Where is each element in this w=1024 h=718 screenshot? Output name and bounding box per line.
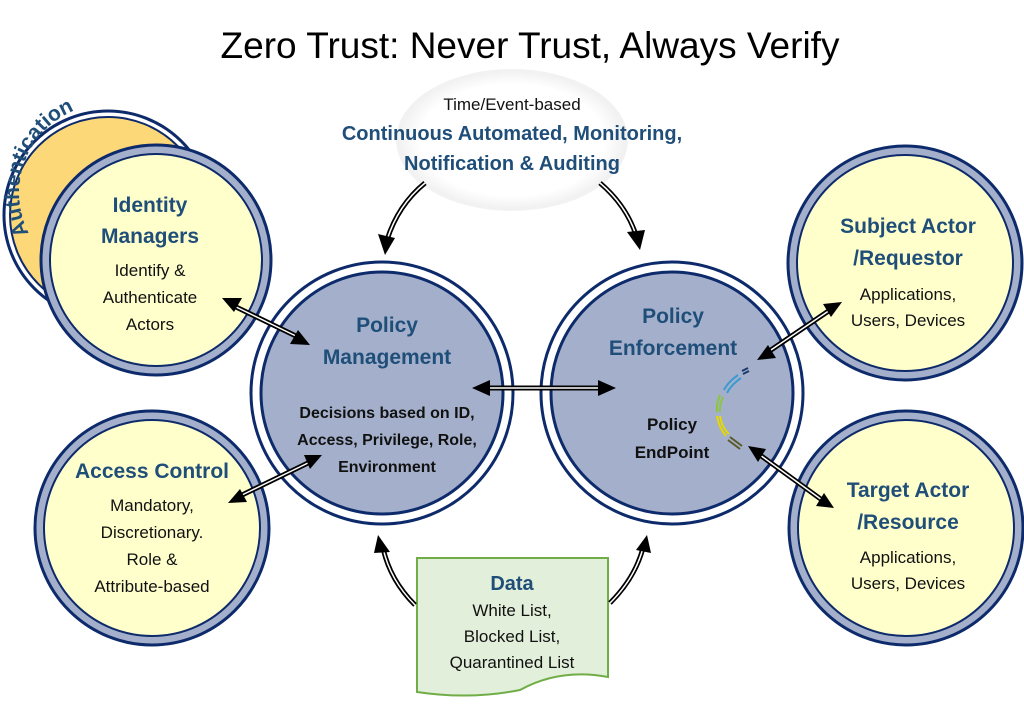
policy-enforcement-circle: Policy Enforcement Policy EndPoint bbox=[539, 260, 805, 526]
identity-managers-heading: Managers bbox=[101, 225, 199, 248]
diagram-title: Zero Trust: Never Trust, Always Verify bbox=[221, 25, 840, 66]
subject-actor-body: Users, Devices bbox=[851, 311, 965, 330]
data-body: Blocked List, bbox=[464, 627, 560, 646]
policy-management-heading: Policy bbox=[356, 314, 418, 337]
endpoint-arc-icon bbox=[715, 367, 750, 450]
arrow-monitoring-to-enforcement bbox=[598, 181, 645, 250]
identity-managers-circle: Identity Managers Identify & Authenticat… bbox=[39, 143, 273, 377]
monitoring-subtitle: Time/Event-based bbox=[443, 95, 580, 114]
policy-management-heading: Management bbox=[323, 346, 451, 369]
policy-management-body: Environment bbox=[338, 459, 436, 476]
monitoring-block: Time/Event-based Continuous Automated, M… bbox=[342, 95, 682, 175]
monitoring-heading-line: Notification & Auditing bbox=[404, 153, 620, 175]
monitoring-heading-line: Continuous Automated, Monitoring, bbox=[342, 123, 682, 145]
arrows bbox=[222, 181, 842, 607]
access-control-body: Discretionary. bbox=[101, 523, 204, 542]
policy-enforcement-heading: Enforcement bbox=[609, 337, 737, 360]
data-heading: Data bbox=[490, 573, 534, 595]
policy-enforcement-heading: Policy bbox=[642, 305, 704, 328]
data-body: White List, bbox=[472, 601, 551, 620]
access-control-body: Role & bbox=[126, 550, 178, 569]
subject-actor-heading: Subject Actor bbox=[840, 215, 976, 238]
target-actor-body: Applications, bbox=[860, 548, 956, 567]
policy-enforcement-body: Policy bbox=[647, 415, 698, 434]
arrow-identity-management bbox=[222, 298, 310, 345]
monitoring-glow bbox=[396, 69, 628, 211]
identity-managers-body: Identify & bbox=[115, 261, 187, 280]
access-control-body: Attribute-based bbox=[94, 577, 209, 596]
subject-actor-body: Applications, bbox=[860, 285, 956, 304]
subject-actor-heading: /Requestor bbox=[853, 247, 963, 270]
target-actor-circle: Target Actor /Resource Applications, Use… bbox=[787, 409, 1024, 647]
policy-management-circle: Policy Management Decisions based on ID,… bbox=[249, 260, 515, 526]
policy-management-body: Decisions based on ID, bbox=[299, 405, 474, 422]
identity-managers-body: Authenticate bbox=[103, 288, 198, 307]
access-control-circle: Access Control Mandatory, Discretionary.… bbox=[33, 409, 271, 647]
identity-managers-heading: Identity bbox=[113, 194, 188, 217]
target-actor-heading: /Resource bbox=[857, 511, 959, 534]
access-control-heading: Access Control bbox=[75, 460, 229, 483]
policy-enforcement-body: EndPoint bbox=[635, 443, 710, 462]
arrow-management-enforcement bbox=[472, 380, 616, 396]
data-body: Quarantined List bbox=[450, 653, 575, 672]
arrow-monitoring-to-management bbox=[378, 181, 427, 255]
arrow-enforcement-target bbox=[748, 446, 834, 508]
access-control-body: Mandatory, bbox=[110, 496, 194, 515]
data-document: Data White List, Blocked List, Quarantin… bbox=[416, 557, 609, 697]
arrow-enforcement-subject bbox=[757, 302, 842, 360]
arrow-access-management bbox=[228, 455, 322, 503]
identity-managers-body: Actors bbox=[126, 315, 174, 334]
target-actor-heading: Target Actor bbox=[847, 479, 970, 502]
target-actor-body: Users, Devices bbox=[851, 574, 965, 593]
subject-actor-circle: Subject Actor /Requestor Applications, U… bbox=[786, 144, 1024, 382]
arrow-data-to-management bbox=[374, 535, 417, 607]
arrow-data-to-enforcement bbox=[608, 535, 651, 605]
policy-management-body: Access, Privilege, Role, bbox=[297, 432, 477, 449]
